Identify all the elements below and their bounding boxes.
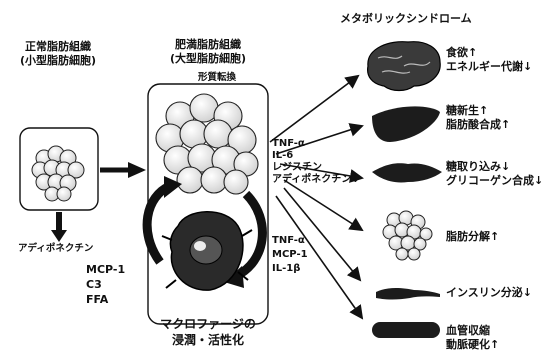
cycle-arrowhead-left [164,176,182,198]
large-adipocyte-cluster [155,93,259,195]
cycle-arrow-right [233,190,267,281]
transformation-label: 形質転換 [198,72,237,83]
cycle-arrow-left [142,181,173,265]
cycle-arrowhead-right [224,266,244,288]
adiponectin-arrowhead [51,230,67,242]
lower-factor-list: TNF-α MCP-1 IL-1β [272,235,308,274]
upper-factor-list: TNF-α IL-6 レジスチン アディポネクチン↓ [272,138,360,185]
normal-to-obese-arrowhead [128,162,146,178]
normal-factor-list: MCP-1 C3 FFA [86,263,126,306]
vessel-icon [372,322,440,338]
adiponectin-label: アディポネクチン [18,243,94,254]
normal-tissue-title: 正常脂肪組織 (小型脂肪細胞) [19,40,97,67]
effect-adipose: 脂肪分解↑ [446,230,500,243]
brain-icon [367,41,441,92]
metabolic-syndrome-title: メタボリックシンドローム [340,12,472,25]
effect-vessel: 血管収縮 動脈硬化↑ [446,324,500,351]
liver-icon [372,106,440,142]
effect-muscle: 糖取り込み↓ グリコーゲン合成↓ [446,160,544,187]
macrophage-cell [161,211,253,291]
muscle-icon [372,163,442,183]
normal-adipose-cluster [19,127,99,211]
effect-arrows [269,74,364,320]
macrophage-label: マクロファージの 浸潤・活性化 [160,317,256,347]
effect-liver: 糖新生↑ 脂肪酸合成↑ [446,104,511,131]
effect-pancreas: インスリン分泌↓ [446,286,532,299]
pancreas-icon [376,288,440,300]
effect-brain: 食欲↑ エネルギー代謝↓ [446,46,533,73]
obese-tissue-title: 肥満脂肪組織 (大型脂肪細胞) [169,38,247,65]
adipose-icon [382,210,433,261]
